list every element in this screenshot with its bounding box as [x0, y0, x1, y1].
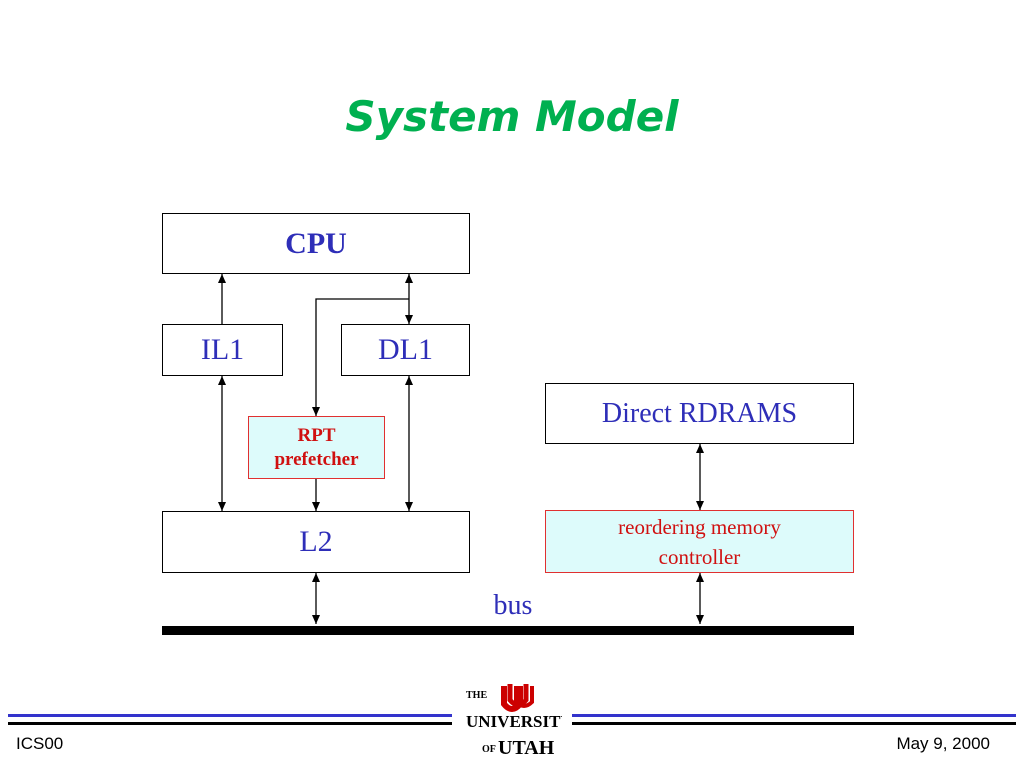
controller-label-line1: reordering memory — [618, 514, 781, 539]
logo-of: OF — [482, 744, 496, 755]
controller-label-line2: controller — [658, 544, 741, 569]
l2-box: L2 — [162, 511, 470, 573]
university-of-utah-logo: THE UNIVERSITY OF UTAH — [462, 680, 573, 760]
bus-label: bus — [493, 590, 533, 621]
logo-utah: UTAH — [498, 737, 555, 759]
footer-rule-left-blue — [8, 714, 452, 717]
cpu-box: CPU — [162, 213, 470, 274]
footer-left-label: ICS00 — [16, 734, 64, 753]
utah-u-icon: THE UNIVERSITY OF UTAH — [466, 684, 573, 759]
il1-box: IL1 — [162, 324, 283, 376]
prefetcher-label: prefetcher — [274, 448, 359, 470]
slide-title: System Model — [345, 92, 679, 141]
logo-the: THE — [466, 690, 487, 701]
footer-rule-left-black — [8, 722, 452, 725]
direct-rdrams-box: Direct RDRAMS — [545, 383, 854, 444]
reordering-memory-controller-box: reordering memory controller — [545, 510, 854, 573]
dl1-box: DL1 — [341, 324, 470, 376]
footer-date: May 9, 2000 — [896, 734, 990, 753]
footer-rule-right-black — [572, 722, 1016, 725]
rpt-prefetcher-box: RPT prefetcher — [248, 416, 385, 479]
rpt-label: RPT — [297, 424, 336, 446]
bus-bar — [162, 626, 854, 635]
footer-rule-right-blue — [572, 714, 1016, 717]
dl1-rpt-path — [312, 298, 409, 416]
logo-university: UNIVERSITY — [466, 712, 562, 731]
